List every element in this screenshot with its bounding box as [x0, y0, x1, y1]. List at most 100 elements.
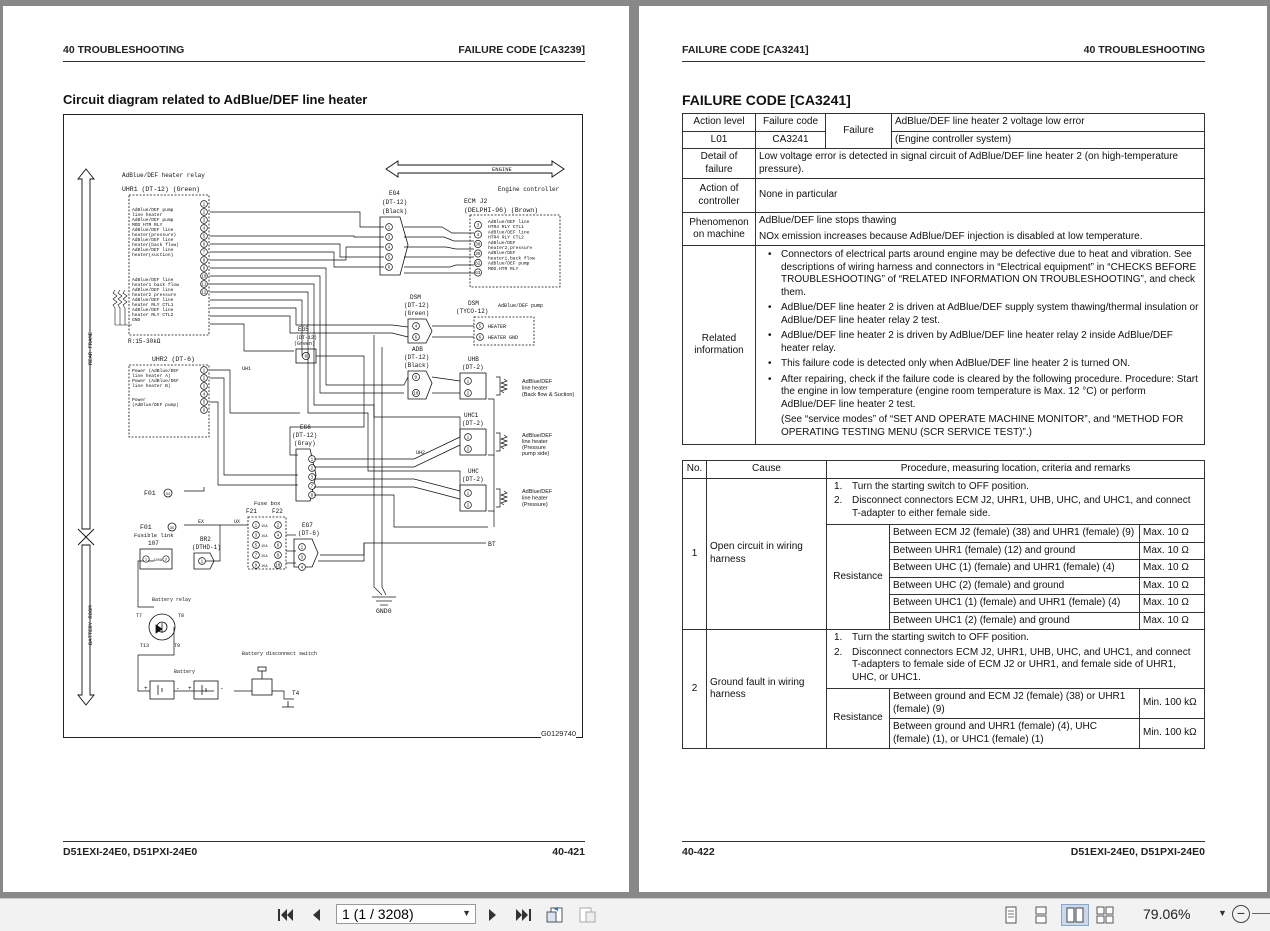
wire-label-uh1: UH1: [242, 366, 251, 372]
battery-relay-title: Battery relay: [152, 597, 191, 603]
go-back-view-icon[interactable]: [545, 905, 565, 925]
ecm-label: AdBlue/DEF pump: [488, 261, 530, 267]
right-page: FAILURE CODE [CA3241] 40 TROUBLESHOOTING…: [639, 6, 1267, 892]
svg-text:+: +: [188, 685, 192, 692]
wire-label-bt: BT: [488, 541, 496, 548]
right-footer-page: 40-422: [682, 846, 715, 858]
fusebox-pin-number: 4: [277, 535, 280, 539]
uhc-pin: [464, 489, 472, 497]
ecm-pin-number: 35: [475, 251, 481, 257]
left-page: 40 TROUBLESHOOTING FAILURE CODE [CA3239]…: [3, 6, 629, 892]
previous-page-icon[interactable]: [306, 905, 326, 925]
uhr1-label: AdBlue/DEF line: [132, 287, 174, 293]
cause-2-resistance-label: Resistance: [826, 688, 890, 749]
last-page-icon[interactable]: [513, 905, 533, 925]
dsm-right-title: AdBlue/DEF pump: [498, 303, 543, 309]
zoom-out-icon[interactable]: −: [1232, 905, 1250, 923]
ecm-type: (DELPHI-96) (Brown): [464, 207, 538, 214]
ecm-pin-number: 38: [475, 242, 481, 248]
uhc-type: (DT-2): [462, 476, 484, 483]
battery-label: Battery: [174, 669, 195, 675]
uhr1-label: heater RLY CTL1: [132, 302, 174, 308]
failure-code-label: Failure code: [755, 113, 826, 132]
related-label: Related information: [682, 245, 756, 445]
uhr2-pin-number: 3: [203, 385, 206, 390]
step-item: 1.Turn the starting switch to OFF positi…: [834, 632, 1029, 643]
right-footer-rule: [682, 841, 1205, 842]
uhr1-title: AdBlue/DEF heater relay: [122, 172, 205, 179]
continuous-facing-view-icon[interactable]: [1095, 905, 1115, 925]
uhb-name: UHB: [468, 356, 479, 363]
first-page-icon[interactable]: [276, 905, 296, 925]
left-header-section: 40 TROUBLESHOOTING: [63, 44, 185, 56]
uhb-heater-element: [499, 378, 509, 394]
uhr1-label: AdBlue/DEF pump: [132, 217, 174, 223]
next-page-icon[interactable]: [483, 905, 503, 925]
action-controller-label: Action of controller: [682, 178, 756, 213]
uhr1-pin: [200, 216, 208, 224]
wire-label-ux: UX: [234, 519, 240, 525]
battery-relay-t9: T9: [174, 643, 180, 649]
adb-pin-number: 10: [413, 391, 419, 397]
uhc-heater-element: [499, 490, 509, 506]
related-item: After repairing, check if the failure co…: [768, 374, 1201, 412]
eg4-pin-number: 4: [388, 246, 391, 251]
eg7-pin-number: 1: [301, 546, 304, 551]
single-page-view-icon[interactable]: [1001, 905, 1021, 925]
eg6-pin-number: 7: [311, 485, 314, 490]
ecm-pin: [474, 221, 482, 229]
eg7-type: (DT-6): [298, 530, 320, 537]
zoom-dropdown-icon[interactable]: ▼: [1218, 908, 1227, 918]
uhr1-pin: [200, 240, 208, 248]
dsm-left-pin: [412, 322, 420, 330]
uhr1-label: AdBlue/DEF line: [132, 237, 174, 243]
fusebox-pin: [252, 531, 260, 539]
eg4-pin: [385, 233, 393, 241]
uhr1-pin-number: 4: [203, 227, 206, 232]
continuous-view-icon[interactable]: [1031, 905, 1051, 925]
fo1-pin-bottom: 35: [170, 527, 175, 531]
eg7-pin-number: 3: [301, 556, 304, 561]
zoom-slider[interactable]: [1252, 913, 1270, 914]
fusebox-pin: [274, 541, 282, 549]
fusebox-pin: [252, 541, 260, 549]
phenomenon-line-1: AdBlue/DEF line stops thawing: [759, 215, 897, 226]
ecm-label: MOD.HTR RLY: [488, 266, 519, 272]
measurement-criteria: Max. 10 Ω: [1139, 576, 1205, 595]
ecm-label: AdBlue/DEF: [488, 250, 516, 256]
cause-2-no: 2: [682, 629, 707, 749]
cause-table: No. Cause Procedure, measuring location,…: [682, 460, 1205, 749]
eg6-pin-number: 1: [311, 458, 314, 463]
fuse-rating: 15A: [261, 525, 268, 529]
eg5-pin-number: 6: [305, 354, 308, 360]
go-forward-view-icon[interactable]: [577, 905, 597, 925]
eg7-pin-number: 4: [301, 566, 304, 571]
uhc1-name: UHC1: [464, 412, 479, 419]
cause-1-steps: 1.Turn the starting switch to OFF positi…: [826, 477, 1205, 525]
zoom-value[interactable]: 79.06%: [1143, 906, 1191, 922]
page-number-select[interactable]: 1 (1 / 3208) ▼: [336, 904, 476, 924]
fusebox-pin-number: 5: [255, 545, 258, 549]
diagram-title: Circuit diagram related to AdBlue/DEF li…: [63, 92, 368, 107]
uhr1-label: heater2 pressure: [132, 292, 176, 298]
fusible-link-pin: [142, 555, 150, 563]
engine-label: ENGINE: [492, 166, 513, 173]
facing-view-icon[interactable]: [1061, 904, 1089, 926]
eg6-pin-number: 3: [311, 476, 314, 481]
eg6-pin: [308, 464, 316, 472]
uhr1-pin-number: 12: [201, 291, 207, 296]
br2-type: (DTHD-1): [192, 544, 221, 551]
page-dropdown-icon[interactable]: ▼: [462, 908, 471, 918]
measurement-location: Between UHR1 (female) (12) and ground: [889, 541, 1140, 560]
uhr1-label: line heater: [132, 212, 163, 218]
eg4-type: (DT-12): [382, 199, 407, 206]
fusebox-pin-number: 9: [255, 565, 258, 569]
uhb-heater-lead: [496, 376, 501, 396]
uhr1-label: AdBlue/DEF line: [132, 277, 174, 283]
uhr1-label: AdBlue/DEF line: [132, 307, 174, 313]
uhr1-connector: UHR1 (DT-12) (Green): [122, 186, 200, 193]
uhr1-pin-number: 11: [201, 283, 207, 288]
left-footer-page: 40-421: [552, 846, 585, 858]
fo1-pin-top: 34: [166, 493, 171, 497]
uhr1-label: MOD HTR RLY: [132, 222, 163, 228]
